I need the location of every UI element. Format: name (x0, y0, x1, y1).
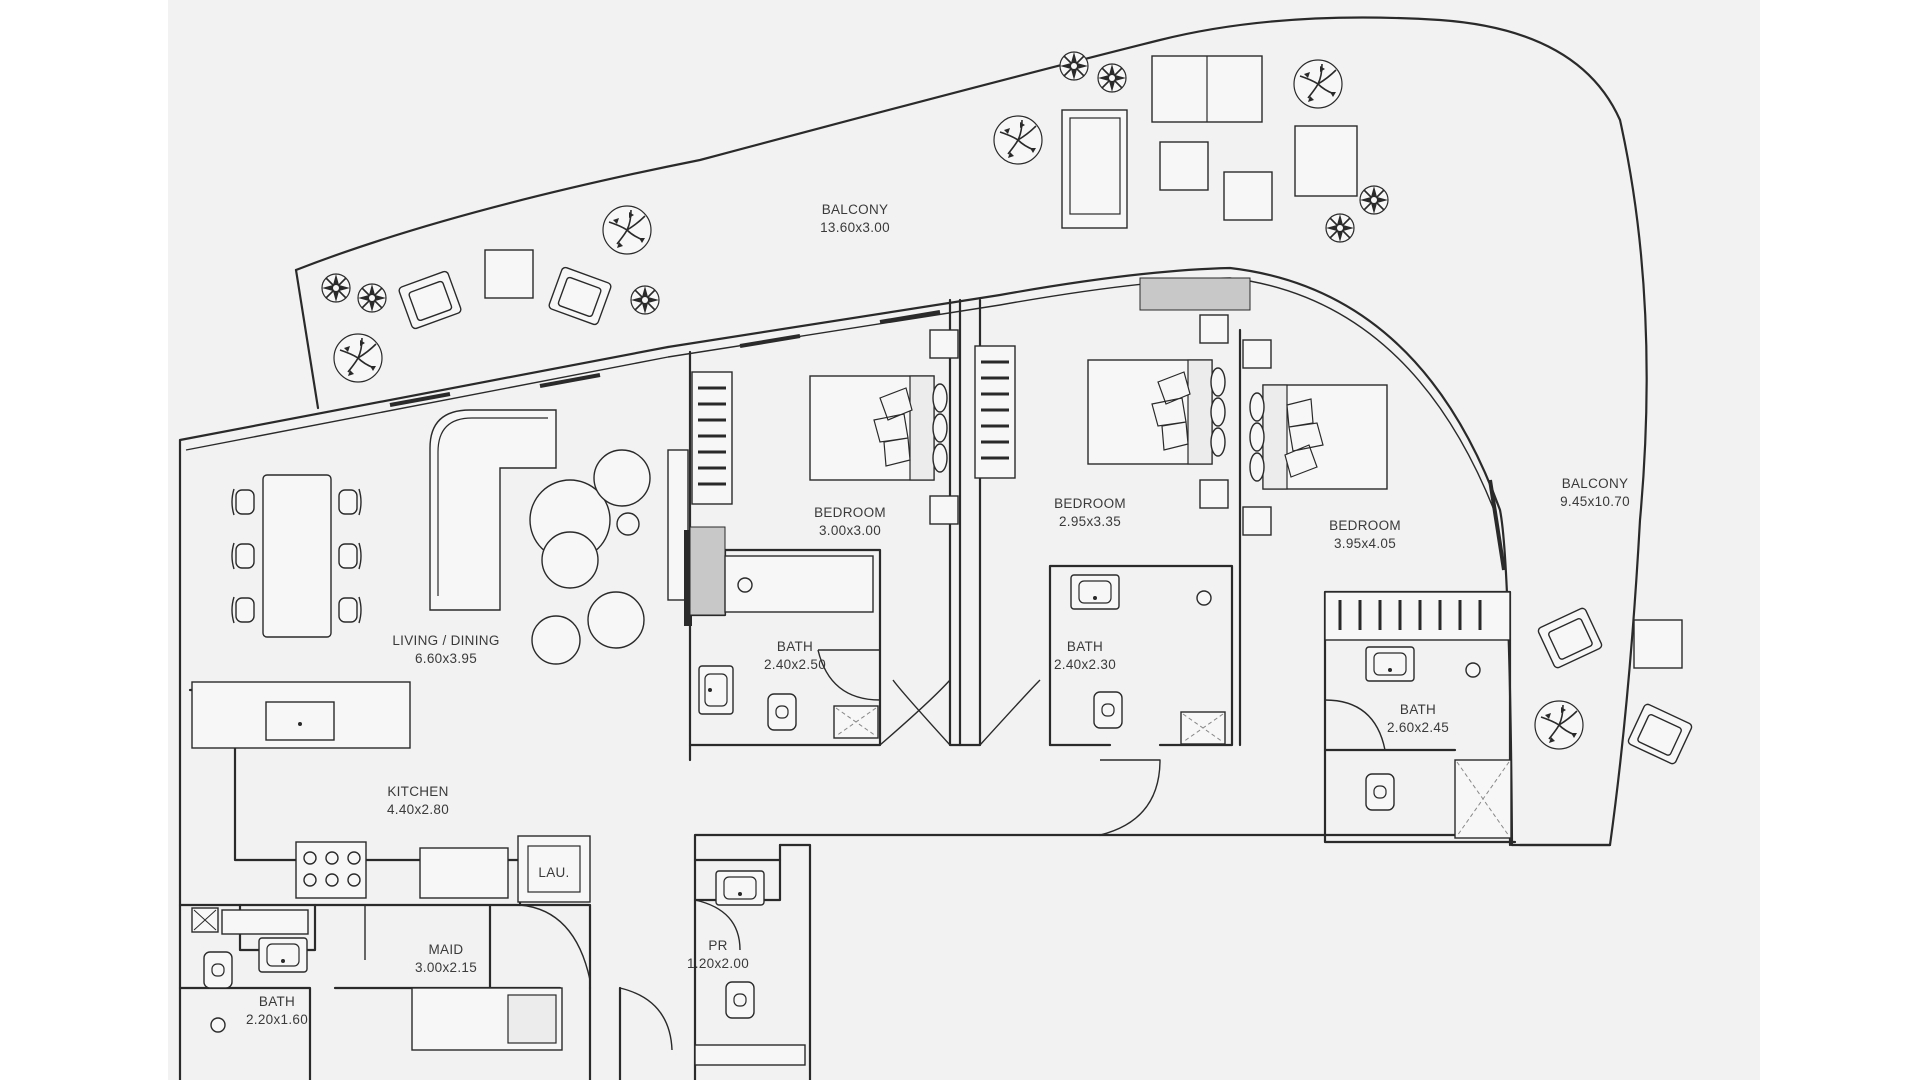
label-living-size: 6.60x3.95 (415, 651, 477, 666)
label-laundry: LAU. (538, 865, 569, 880)
bath-3-fixtures (1324, 591, 1512, 839)
label-balcony-top-size: 13.60x3.00 (820, 220, 890, 235)
label-pr-size: 1.20x2.00 (687, 956, 749, 971)
balcony-furniture-top (321, 51, 1389, 383)
label-bedroom2-size: 2.95x3.35 (1059, 514, 1121, 529)
label-bedroom3-size: 3.95x4.05 (1334, 536, 1396, 551)
top-balcony-outline (294, 16, 1648, 847)
pr-fixtures (694, 870, 806, 1066)
label-bath-maid-name: BATH (259, 994, 295, 1009)
room-labels: BALCONY 13.60x3.00 BALCONY 9.45x10.70 LI… (246, 202, 1630, 1027)
label-bedroom1-size: 3.00x3.00 (819, 523, 881, 538)
label-balcony-right-name: BALCONY (1562, 476, 1629, 491)
label-balcony-right-size: 9.45x10.70 (1560, 494, 1630, 509)
bath-1-fixtures (698, 555, 879, 739)
label-bath1-name: BATH (777, 639, 813, 654)
maid-furniture (191, 907, 563, 1051)
doors (315, 649, 1386, 1051)
label-maid-name: MAID (429, 942, 464, 957)
label-bath3-name: BATH (1400, 702, 1436, 717)
label-balcony-top-name: BALCONY (822, 202, 889, 217)
bedroom-1-furniture (689, 329, 959, 616)
label-bath3-size: 2.60x2.45 (1387, 720, 1449, 735)
label-bedroom1-name: BEDROOM (814, 505, 886, 520)
label-bath2-size: 2.40x2.30 (1054, 657, 1116, 672)
facade-glazing (185, 356, 669, 451)
balcony-furniture-right (1534, 606, 1694, 766)
label-bedroom2-name: BEDROOM (1054, 496, 1126, 511)
label-kitchen-size: 4.40x2.80 (387, 802, 449, 817)
bath-2-fixtures (1070, 574, 1226, 745)
label-bath2-name: BATH (1067, 639, 1103, 654)
balcony-left-edge (294, 268, 320, 410)
living-dining-furniture (231, 409, 692, 665)
label-bedroom3-name: BEDROOM (1329, 518, 1401, 533)
label-bath1-size: 2.40x2.50 (764, 657, 826, 672)
outer-wall-living (178, 345, 670, 1080)
bedroom-2-furniture (973, 277, 1251, 509)
kitchen-furniture (191, 681, 591, 903)
label-bath-maid-size: 2.20x1.60 (246, 1012, 308, 1027)
label-pr-name: PR (708, 938, 727, 953)
label-living-name: LIVING / DINING (392, 633, 499, 648)
bedroom-3-furniture (1242, 339, 1388, 536)
label-maid-size: 3.00x2.15 (415, 960, 477, 975)
label-kitchen-name: KITCHEN (387, 784, 448, 799)
